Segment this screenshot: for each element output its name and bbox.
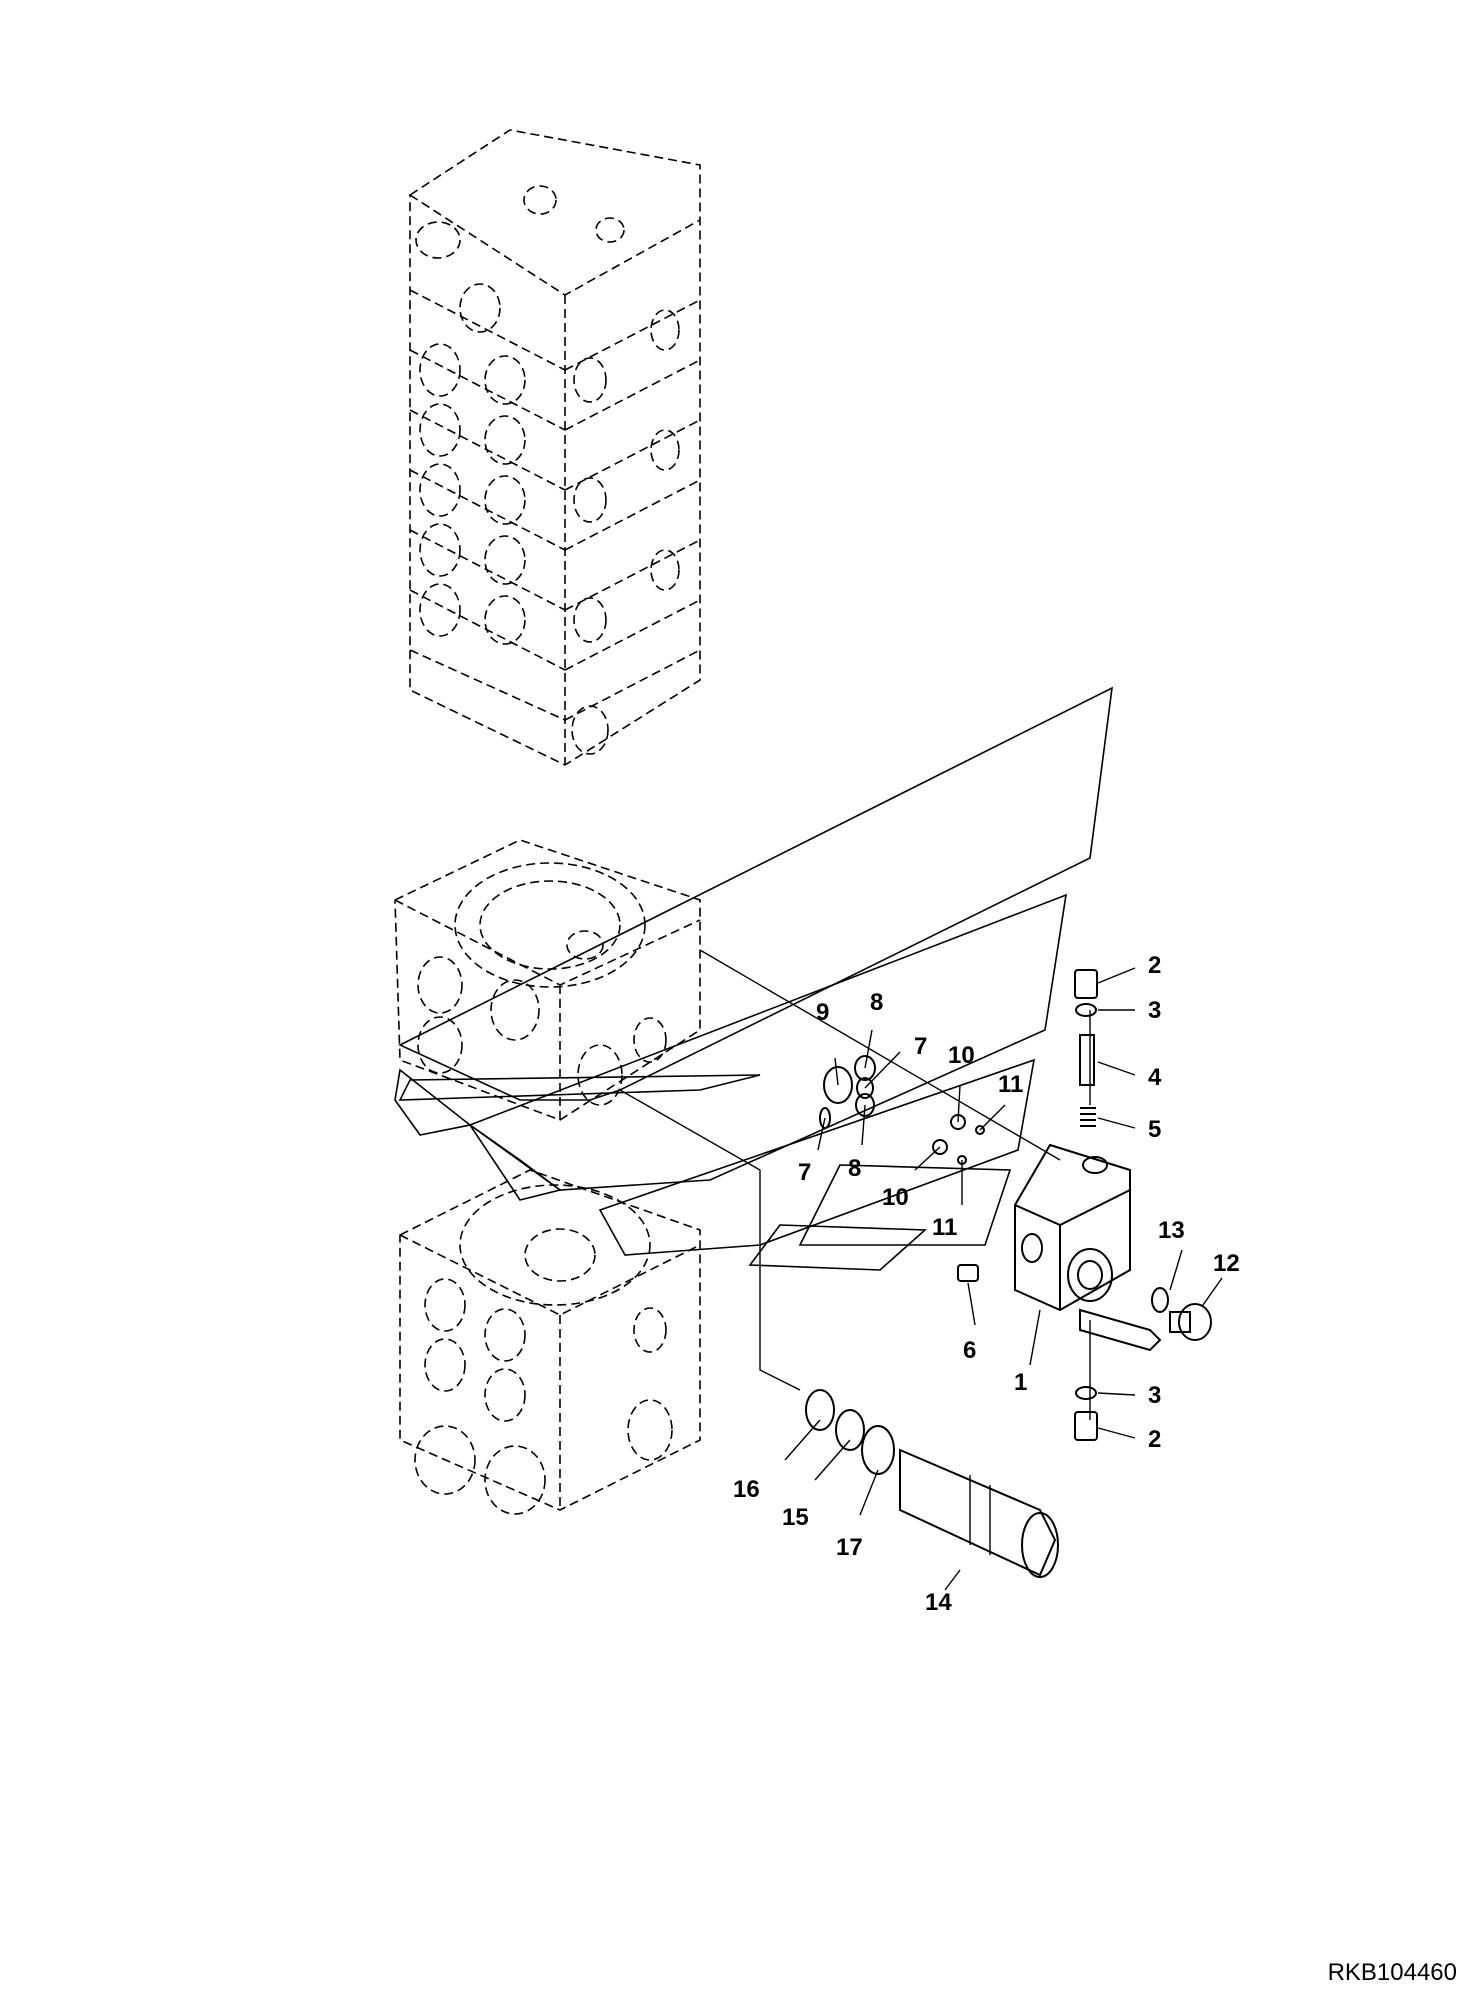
callout-3: 3 [1148,1382,1161,1409]
callout-6: 6 [963,1337,976,1364]
callout-10: 10 [948,1042,975,1069]
callout-11: 11 [998,1071,1023,1098]
callout-5: 5 [1148,1116,1161,1143]
callout-15: 15 [782,1504,809,1531]
callout-2: 2 [1148,952,1161,979]
valve-section-middle [394,839,701,1121]
callout-2: 2 [1148,1426,1161,1453]
callout-9: 9 [816,999,829,1026]
valve-stack-upper [409,129,701,766]
callout-8: 8 [848,1155,861,1182]
valve-section-lower [399,1169,701,1515]
callout-1: 1 [1014,1369,1027,1396]
drawing-code: RKB104460 [1328,1959,1457,1986]
callouts: 1 2 2 3 3 4 5 6 7 7 8 8 9 10 10 11 11 12… [733,952,1240,1616]
parts [805,969,1212,1578]
callout-4: 4 [1148,1064,1162,1091]
callout-12: 12 [1213,1250,1240,1277]
callout-7: 7 [914,1033,927,1060]
callout-11: 11 [932,1214,957,1241]
callout-10: 10 [882,1184,909,1211]
callout-8: 8 [870,989,883,1016]
callout-14: 14 [925,1589,952,1616]
callout-3: 3 [1148,997,1161,1024]
callout-leaders [784,967,1223,1591]
callout-16: 16 [733,1476,760,1503]
assembly-lines [619,949,1091,1420]
callout-7: 7 [798,1159,811,1186]
callout-17: 17 [836,1534,863,1561]
callout-13: 13 [1158,1217,1185,1244]
